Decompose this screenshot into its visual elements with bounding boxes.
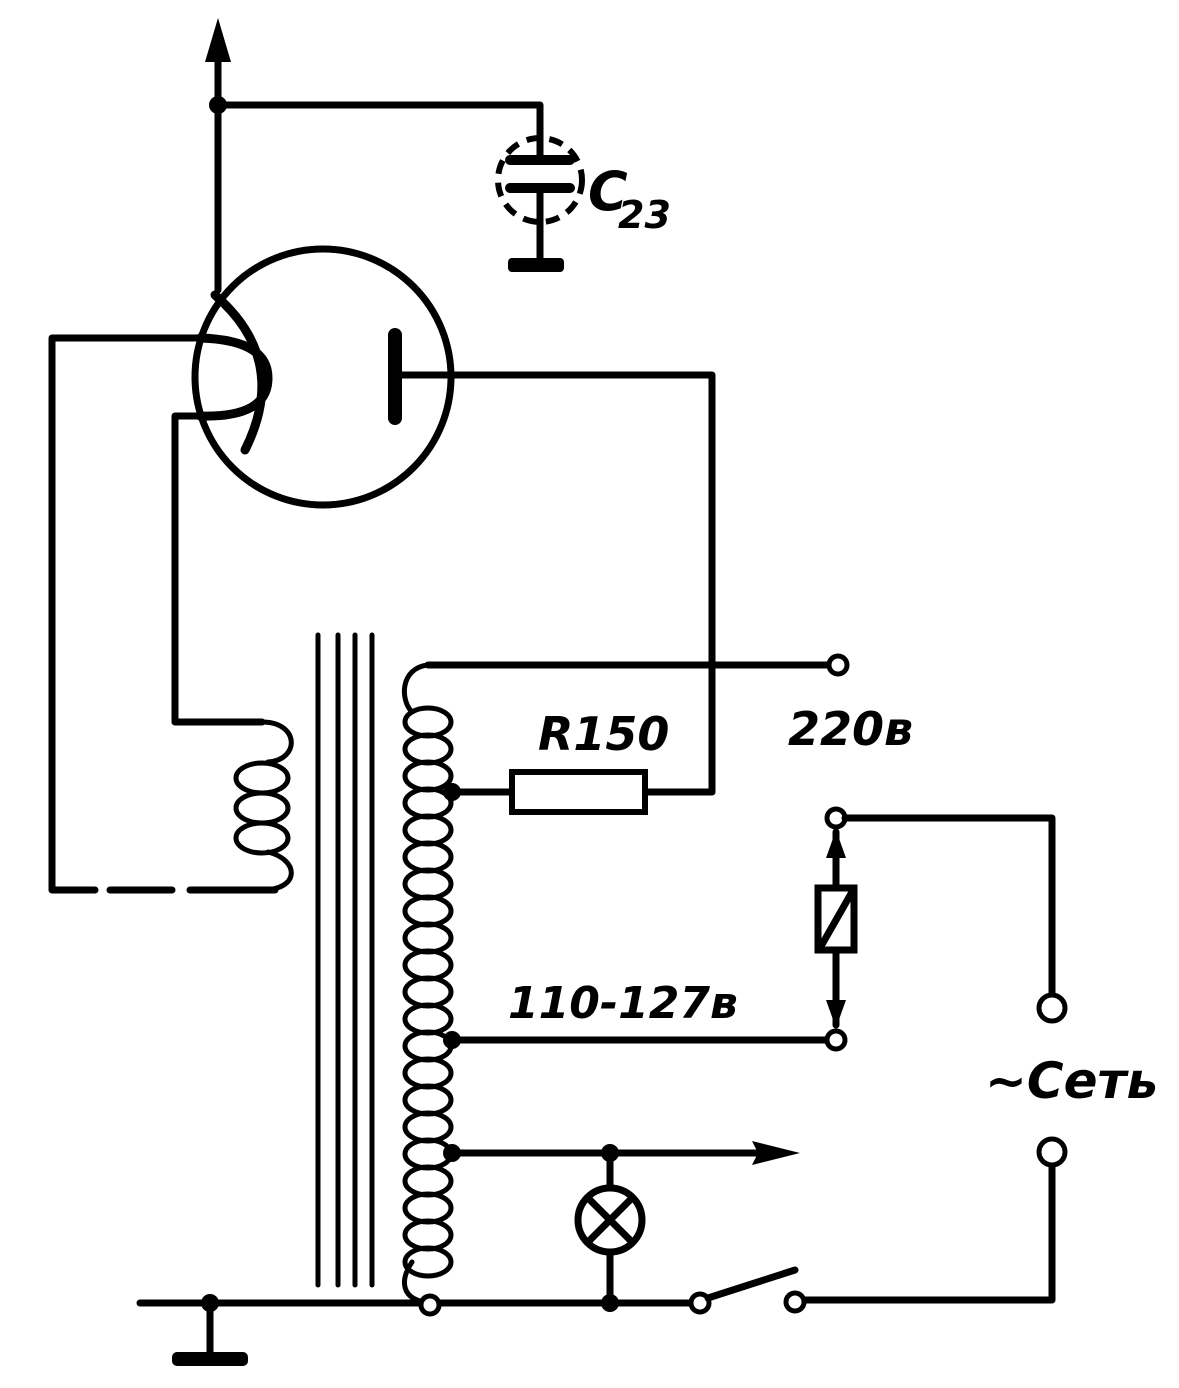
anode-wire (446, 371, 716, 796)
tap-110-label: 110-127в (508, 978, 738, 1029)
winding-loop (402, 1218, 454, 1252)
winding-loop (402, 1110, 454, 1144)
winding-loop (402, 1191, 454, 1225)
winding-loop (402, 840, 454, 874)
capacitor-subscript: 23 (618, 193, 671, 237)
winding-loop (402, 1056, 454, 1090)
tap-220-label: 220в (788, 702, 913, 756)
lamp-icon (574, 1149, 646, 1307)
capacitor-icon (495, 135, 585, 272)
coil-icon (402, 705, 454, 1279)
winding-loop (402, 732, 454, 766)
mains-label: ~Сеть (985, 1052, 1158, 1110)
common-wire (136, 1293, 696, 1359)
winding-loop (402, 921, 454, 955)
tap-220-wire (424, 653, 850, 677)
winding-loop (402, 1083, 454, 1117)
ground-icon (172, 1352, 248, 1366)
mains-wire (800, 814, 1068, 1304)
resistor-label: R150 (538, 707, 669, 761)
winding-loop (402, 1245, 454, 1279)
coil-icon (233, 719, 294, 893)
transformer-core-icon (315, 632, 375, 1288)
winding-loop (402, 1164, 454, 1198)
winding-loop (402, 759, 454, 793)
winding-loop (402, 813, 454, 847)
output-arrow-icon (205, 18, 231, 109)
capacitor-wire (209, 96, 544, 294)
fuse-icon (814, 806, 858, 1029)
filament-wire (48, 334, 279, 894)
winding-loop (402, 1002, 454, 1036)
vacuum-tube-icon (191, 245, 455, 509)
winding-top-lead (402, 662, 431, 715)
capacitor-label: C (588, 160, 628, 223)
winding-loop (402, 948, 454, 982)
winding-loop (402, 867, 454, 901)
winding-loop (402, 894, 454, 928)
tap-110-wire (443, 1028, 848, 1052)
resistor-icon (443, 769, 648, 815)
winding-loop (402, 975, 454, 1009)
switch-icon (688, 1266, 807, 1315)
lamp-tap-wire (443, 1141, 800, 1165)
